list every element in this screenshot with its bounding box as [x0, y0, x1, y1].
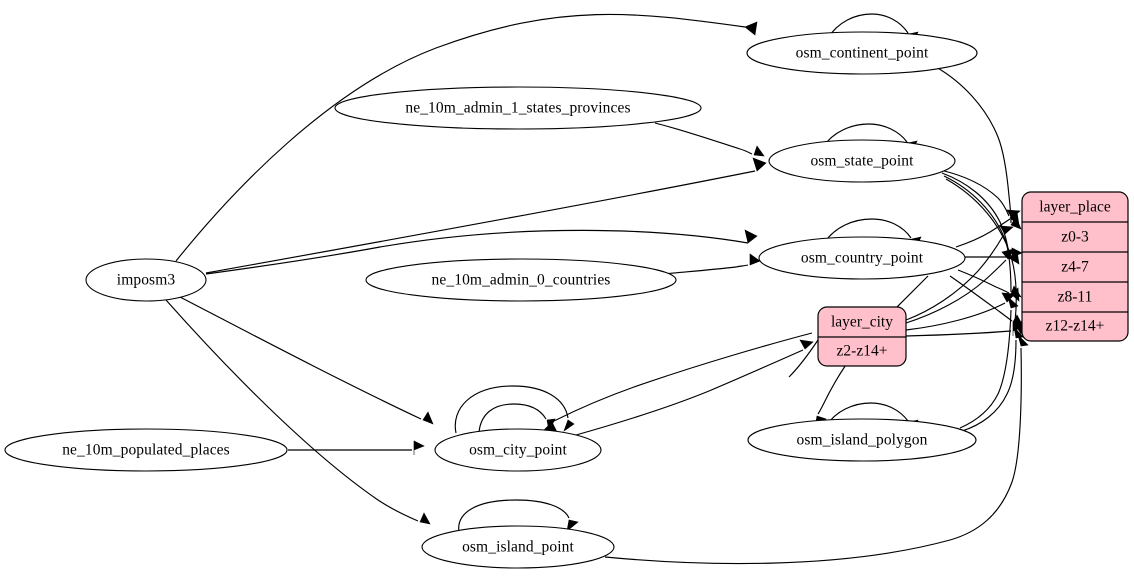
- record-layer_city-title: layer_city: [831, 314, 893, 331]
- edge-osm_city_point-self-loop-outer: [454, 385, 575, 434]
- node-osm_continent_point-label: osm_continent_point: [796, 45, 929, 62]
- node-osm_city_point-label: osm_city_point: [469, 442, 567, 459]
- node-imposm3-label: imposm3: [117, 272, 176, 289]
- node-osm_country_point[interactable]: osm_country_point: [758, 236, 966, 280]
- node-osm_state_point[interactable]: osm_state_point: [768, 139, 956, 183]
- node-osm_island_polygon[interactable]: osm_island_polygon: [747, 418, 977, 462]
- node-osm_city_point[interactable]: osm_city_point: [434, 428, 602, 472]
- node-ne_10m_admin_0_countries[interactable]: ne_10m_admin_0_countries: [365, 258, 677, 302]
- edge-layer_city-to-layer_place-z12: [905, 321, 1024, 337]
- node-ne_10m_populated_places-label: ne_10m_populated_places: [62, 442, 230, 459]
- record-layer_place-row-z8-11[interactable]: z8-11: [1058, 289, 1093, 306]
- edge-layer_city-to-layer_place-z4-7: [905, 248, 1015, 324]
- record-layer_place[interactable]: layer_place z0-3 z4-7 z8-11 z12-z14+: [1021, 191, 1129, 342]
- edge-osm_country_point-to-layer_place-z4-7: [965, 247, 1023, 262]
- edge-osm_city_point-self-loop-inner: [478, 403, 556, 433]
- edge-layer_city-to-layer_place-z8-11: [905, 292, 1016, 331]
- record-layer_place-title: layer_place: [1039, 199, 1111, 216]
- edge-ne_10m_admin_1_states_provinces-to-osm_state_point: [654, 122, 765, 157]
- record-layer: layer_place z0-3 z4-7 z8-11 z12-z14+ lay…: [817, 191, 1129, 367]
- node-osm_island_point[interactable]: osm_island_point: [421, 525, 615, 569]
- edge-osm_island_polygon-to-layer_place-z12: [961, 326, 1024, 432]
- edge-osm_island_polygon-to-layer_place-z8-11: [959, 296, 1019, 429]
- edge-imposm3-to-osm_country_point: [205, 229, 758, 275]
- edge-ne_10m_populated_places-to-osm_city_point: [288, 440, 425, 455]
- edge-osm_island_point-self-loop: [458, 499, 579, 533]
- edge-osm_continent_point-to-layer_place: [935, 66, 1022, 230]
- node-imposm3[interactable]: imposm3: [85, 258, 207, 302]
- node-ne_10m_populated_places[interactable]: ne_10m_populated_places: [4, 428, 288, 472]
- node-ne_10m_admin_1_states_provinces-label: ne_10m_admin_1_states_provinces: [405, 100, 630, 117]
- edge-layer_city-to-osm_island_polygon: [788, 339, 819, 378]
- record-layer_place-row-z0-3[interactable]: z0-3: [1061, 229, 1089, 246]
- edge-osm_country_point-to-layer_place-z12: [949, 275, 1024, 327]
- edge-ne_10m_admin_0_countries-to-osm_country_point: [663, 253, 761, 275]
- record-layer_place-row-z12-z14[interactable]: z12-z14+: [1046, 318, 1105, 335]
- edge-imposm3-to-osm_island_point: [165, 299, 431, 525]
- edge-osm_island_point-to-layer_place-z12: [604, 333, 1029, 565]
- edge-osm_state_point-to-layer_place-z8-11: [943, 175, 1020, 302]
- record-layer_city[interactable]: layer_city z2-z14+: [817, 306, 907, 367]
- record-layer_place-row-z4-7[interactable]: z4-7: [1061, 259, 1089, 276]
- edge-layer_city-to-layer_place-z0-3: [905, 225, 1014, 321]
- node-ne_10m_admin_1_states_provinces[interactable]: ne_10m_admin_1_states_provinces: [334, 86, 702, 130]
- edge-osm_country_point-to-layer_place-z8-11: [957, 269, 1022, 298]
- edge-imposm3-to-osm_state_point: [205, 157, 767, 274]
- node-osm_island_polygon-label: osm_island_polygon: [797, 432, 928, 449]
- node-ne_10m_admin_0_countries-label: ne_10m_admin_0_countries: [432, 272, 611, 289]
- edge-osm_country_point-to-osm_city_point: [543, 332, 813, 433]
- edge-osm_city_point-to-layer_city: [575, 339, 814, 436]
- node-osm_state_point-label: osm_state_point: [810, 153, 914, 170]
- edge-imposm3-to-osm_continent_point: [175, 13, 758, 262]
- record-layer_city-row-z2-z14[interactable]: z2-z14+: [837, 343, 888, 360]
- node-osm_continent_point[interactable]: osm_continent_point: [746, 31, 978, 75]
- node-layer: imposm3 ne_10m_admin_1_states_provinces …: [4, 31, 978, 569]
- edge-osm_country_point-to-layer_place-z0-3: [955, 209, 1021, 248]
- node-osm_island_point-label: osm_island_point: [462, 539, 574, 556]
- edge-layer: [165, 13, 1029, 565]
- node-osm_country_point-label: osm_country_point: [801, 250, 924, 267]
- edge-imposm3-to-osm_city_point: [179, 296, 434, 425]
